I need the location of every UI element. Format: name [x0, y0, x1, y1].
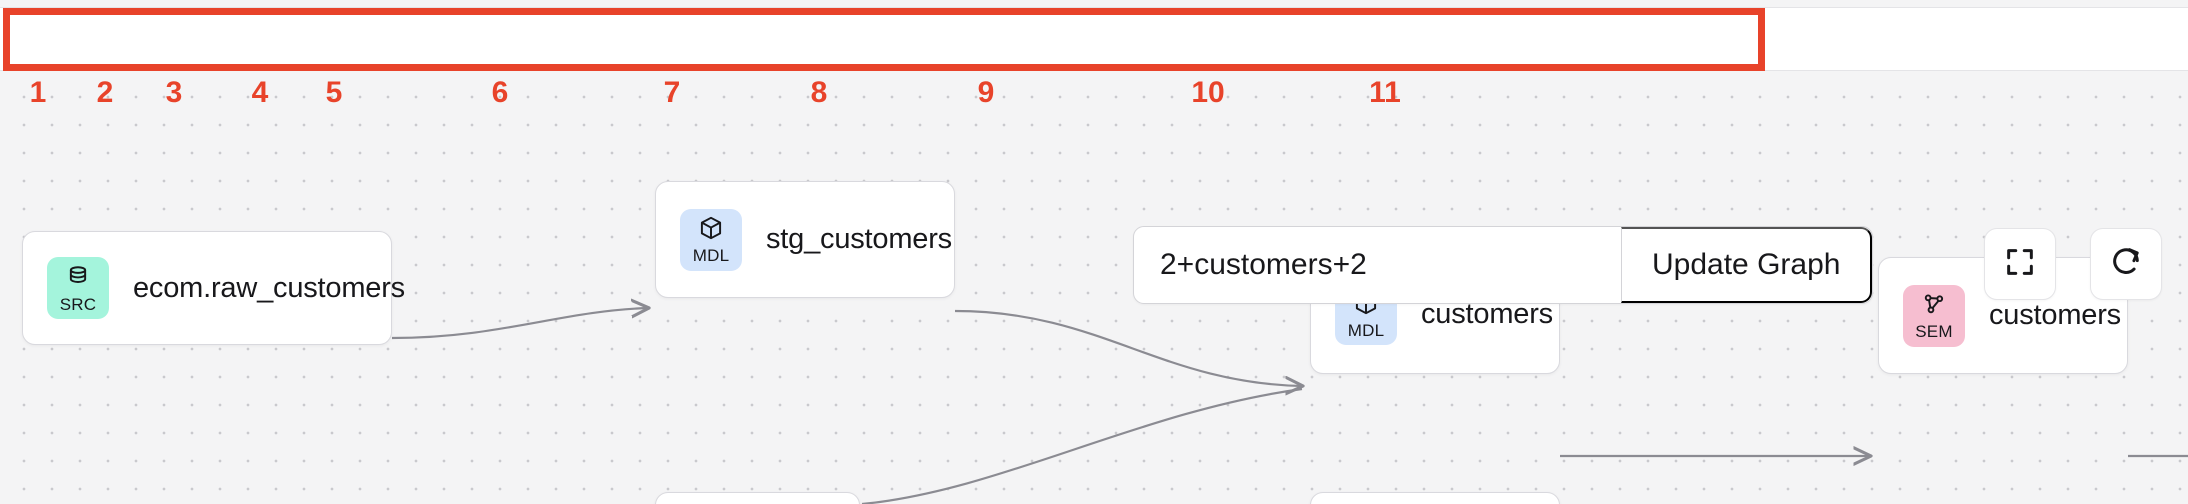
graph-controls: Update Graph — [1133, 226, 1874, 304]
database-icon — [65, 264, 91, 295]
lineage-node-stg-customers[interactable]: MDL stg_customers — [655, 181, 955, 298]
node-badge-sem-label: SEM — [1915, 322, 1953, 341]
lineage-node-src[interactable]: SRC ecom.raw_customers — [22, 231, 405, 345]
node-label-customers-sem: customers — [1989, 299, 2121, 331]
window-top-strip — [0, 0, 2188, 8]
update-graph-button[interactable]: Update Graph — [1621, 227, 1873, 303]
fullscreen-icon — [2003, 245, 2037, 284]
node-badge-mdl-stg: MDL — [680, 208, 742, 271]
node-badge-mdl-stg-label: MDL — [692, 246, 730, 265]
node-badge-src-label: SRC — [59, 294, 97, 314]
fullscreen-button[interactable] — [1984, 228, 2056, 300]
lineage-node-partial[interactable] — [1310, 492, 1560, 504]
refresh-button[interactable] — [2090, 228, 2162, 300]
node-label-raw-customers: ecom.raw_customers — [133, 271, 405, 304]
graph-icon — [1921, 291, 1947, 322]
lineage-graph-canvas[interactable]: Update Graph — [0, 71, 2188, 504]
node-label-stg-customers: stg_customers — [766, 223, 952, 255]
node-badge-src: SRC — [47, 257, 109, 319]
cube-icon — [698, 215, 724, 246]
annotation-highlight-box — [3, 8, 1765, 71]
graph-search-input[interactable] — [1134, 227, 1621, 303]
node-badge-mdl-customers-label: MDL — [1347, 320, 1385, 340]
refresh-icon — [2109, 245, 2143, 284]
node-badge-sem: SEM — [1903, 284, 1965, 347]
lineage-node-partial[interactable] — [655, 492, 860, 504]
